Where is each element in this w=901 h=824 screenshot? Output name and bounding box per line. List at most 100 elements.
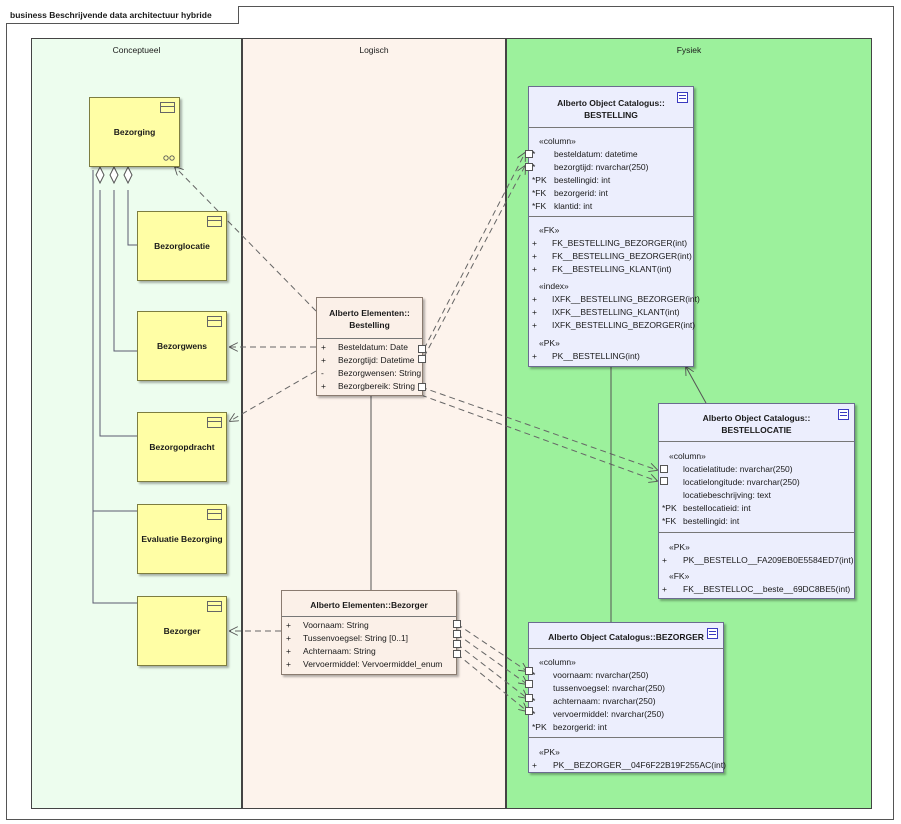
table-icon — [677, 92, 688, 103]
concept-bezorgopdracht[interactable]: Bezorgopdracht — [137, 412, 227, 482]
composition-diamonds — [95, 165, 133, 185]
stereotype-label: «FK» — [669, 571, 690, 581]
divider — [529, 648, 723, 649]
operation-row: PK__BESTELLING(int) — [552, 351, 640, 361]
table-bestellocatie-title-1: Alberto Object Catalogus:: — [702, 413, 811, 423]
stereotype-label: «column» — [539, 657, 576, 667]
concept-bezorglocatie-label: Bezorglocatie — [154, 241, 210, 251]
operation-row: FK__BESTELLING_KLANT(int) — [552, 264, 672, 274]
column-row: bezorgerid: int — [553, 722, 607, 732]
stereotype-label: «FK» — [539, 225, 560, 235]
concept-bezorger[interactable]: Bezorger — [137, 596, 227, 666]
port-marker — [418, 355, 426, 363]
column-row: vervoermiddel: nvarchar(250) — [553, 709, 665, 719]
attribute-visibility: + — [321, 381, 326, 391]
column-key: * — [532, 149, 536, 159]
attribute-row: Bezorgwensen: String — [338, 368, 422, 378]
table-bestelling-title-1: Alberto Object Catalogus:: — [557, 98, 665, 108]
concept-evaluatie-bezorging[interactable]: Evaluatie Bezorging — [137, 504, 227, 574]
operation-row: FK__BESTELLING_BEZORGER(int) — [552, 251, 692, 261]
association-lines — [370, 367, 707, 622]
logical-bestelling-title-2: Bestelling — [349, 320, 390, 330]
operation-visibility: + — [532, 238, 537, 248]
class-icon — [160, 102, 175, 113]
concept-bezorgwens-label: Bezorgwens — [156, 341, 208, 351]
diagram-title: business Beschrijvende data architectuur… — [6, 6, 239, 24]
attribute-row: Bezorgtijd: Datetime — [338, 355, 415, 365]
lane-conceptueel-title: Conceptueel — [112, 45, 161, 55]
port-marker — [453, 640, 461, 648]
divider — [529, 737, 723, 738]
table-bestellocatie[interactable]: Alberto Object Catalogus:: BESTELLOCATIE… — [658, 403, 855, 599]
logical-bestelling[interactable]: Alberto Elementen:: Bestelling + Besteld… — [316, 297, 423, 396]
table-icon — [838, 409, 849, 420]
lane-fysiek-title: Fysiek — [676, 45, 702, 55]
column-row: locatiebeschrijving: text — [683, 490, 771, 500]
concept-bezorgwens[interactable]: Bezorgwens — [137, 311, 227, 381]
column-row: besteldatum: datetime — [554, 149, 638, 159]
operation-row: PK__BESTELLO__FA209EB0E5584ED7(int) — [683, 555, 854, 565]
operation-visibility: + — [662, 555, 667, 565]
stereotype-label: «column» — [669, 451, 706, 461]
table-bezorger-title: Alberto Object Catalogus::BEZORGER — [548, 632, 704, 642]
divider — [659, 532, 854, 533]
port-marker — [453, 650, 461, 658]
divider — [529, 216, 693, 217]
table-bestellocatie-title-2: BESTELLOCATIE — [721, 425, 792, 435]
table-bezorger[interactable]: Alberto Object Catalogus::BEZORGER «colu… — [528, 622, 726, 773]
column-key: *PK — [532, 722, 547, 732]
port-marker — [418, 383, 426, 391]
column-key: * — [532, 709, 536, 719]
port-marker — [525, 707, 533, 715]
concept-bezorging-label: Bezorging — [113, 127, 156, 137]
class-icon — [207, 509, 222, 520]
operation-row: IXFK__BESTELLING_KLANT(int) — [552, 307, 680, 317]
realization-lines — [175, 153, 657, 711]
attribute-visibility: - — [321, 368, 324, 378]
table-bestelling[interactable]: Alberto Object Catalogus:: BESTELLING «c… — [528, 86, 700, 367]
column-row: bestellocatieid: int — [683, 503, 751, 513]
concept-evaluatie-label: Evaluatie Bezorging — [141, 534, 223, 544]
operation-row: IXFK__BESTELLING_BEZORGER(int) — [552, 294, 700, 304]
concept-bezorglocatie[interactable]: Bezorglocatie — [137, 211, 227, 281]
column-key: *PK — [662, 503, 677, 513]
operation-visibility: + — [532, 760, 537, 770]
concept-bezorgopdracht-label: Bezorgopdracht — [149, 442, 215, 452]
attribute-visibility: + — [321, 342, 326, 352]
column-key: * — [532, 696, 536, 706]
port-marker — [525, 694, 533, 702]
column-key: *FK — [532, 201, 547, 211]
attribute-row: Besteldatum: Date — [338, 342, 408, 352]
table-bestelling-title-2: BESTELLING — [584, 110, 638, 120]
column-row: bezorgerid: int — [554, 188, 608, 198]
divider — [529, 127, 693, 128]
class-icon — [207, 216, 222, 227]
port-marker — [660, 477, 668, 485]
operation-row: FK__BESTELLOC__beste__69DC8BE5(int) — [683, 584, 851, 594]
port-marker — [453, 630, 461, 638]
operation-visibility: + — [532, 294, 537, 304]
operation-visibility: + — [532, 264, 537, 274]
attribute-row: Achternaam: String — [303, 646, 376, 656]
lane-logisch[interactable]: Logisch — [242, 38, 506, 809]
operation-row: FK_BESTELLING_BEZORGER(int) — [552, 238, 688, 248]
composite-icon — [163, 155, 175, 161]
logical-bestelling-title-1: Alberto Elementen:: — [329, 308, 410, 318]
attribute-row: Tussenvoegsel: String [0..1] — [303, 633, 409, 643]
concept-bezorging[interactable]: Bezorging — [89, 97, 180, 167]
column-key: * — [532, 162, 536, 172]
column-key: *PK — [532, 175, 547, 185]
port-marker — [525, 667, 533, 675]
attribute-row: Vervoermiddel: Vervoermiddel_enum — [303, 659, 443, 669]
attribute-row: Voornaam: String — [303, 620, 369, 630]
attribute-visibility: + — [286, 646, 291, 656]
operation-visibility: + — [532, 251, 537, 261]
column-key: *FK — [532, 188, 547, 198]
divider — [282, 616, 456, 617]
logical-bezorger[interactable]: Alberto Elementen::Bezorger + Voornaam: … — [281, 590, 457, 675]
divider — [659, 441, 854, 442]
column-key: *FK — [662, 516, 677, 526]
operation-visibility: + — [532, 351, 537, 361]
column-row: tussenvoegsel: nvarchar(250) — [553, 683, 665, 693]
stereotype-label: «PK» — [539, 338, 560, 348]
